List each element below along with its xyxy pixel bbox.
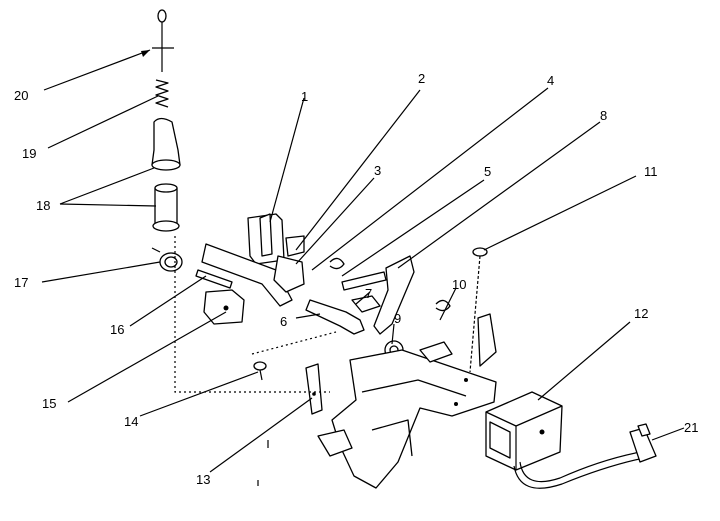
callout-11: 11 — [644, 164, 658, 179]
callout-4: 4 — [547, 73, 554, 88]
part-4-clip — [329, 257, 345, 270]
callout-2: 2 — [418, 71, 425, 86]
callout-6: 6 — [280, 314, 287, 329]
part-19-spring — [155, 79, 169, 108]
callout-19: 19 — [22, 146, 36, 161]
wire-harness — [513, 451, 645, 489]
part-20-pin — [152, 9, 174, 72]
part-7-link — [351, 295, 381, 313]
callout-7: 7 — [365, 286, 372, 301]
callout-labels: 1 2 3 4 5 6 7 8 9 10 11 12 13 14 15 16 1… — [14, 71, 698, 487]
callout-15: 15 — [42, 396, 56, 411]
part-14-screw — [253, 361, 267, 381]
part-6-shaft — [305, 299, 365, 335]
part-18-knob — [151, 117, 181, 232]
part-11-screw — [469, 247, 488, 373]
part-5-rod — [341, 271, 387, 291]
part-16-pin — [195, 269, 233, 289]
callout-10: 10 — [452, 277, 466, 292]
leader-lines — [41, 49, 685, 473]
callout-9: 9 — [394, 311, 401, 326]
callout-12: 12 — [634, 306, 648, 321]
part-15-bracket — [203, 289, 245, 325]
part-17-coil-spring — [151, 247, 183, 272]
part-13-latch — [305, 363, 323, 415]
part-21-plug — [629, 423, 657, 463]
alignment-lines — [174, 236, 337, 393]
callout-20: 20 — [14, 88, 28, 103]
main-frame — [257, 313, 497, 489]
callout-21: 21 — [684, 420, 698, 435]
callout-1: 1 — [301, 89, 308, 104]
callout-13: 13 — [196, 472, 210, 487]
callout-8: 8 — [600, 108, 607, 123]
part-12-connector-box — [485, 391, 563, 471]
callout-14: 14 — [124, 414, 138, 429]
callout-18: 18 — [36, 198, 50, 213]
callout-16: 16 — [110, 322, 124, 337]
part-10-clip — [435, 299, 451, 312]
callout-3: 3 — [374, 163, 381, 178]
part-1-handle-assembly — [201, 213, 305, 307]
callout-17: 17 — [14, 275, 28, 290]
callout-5: 5 — [484, 164, 491, 179]
